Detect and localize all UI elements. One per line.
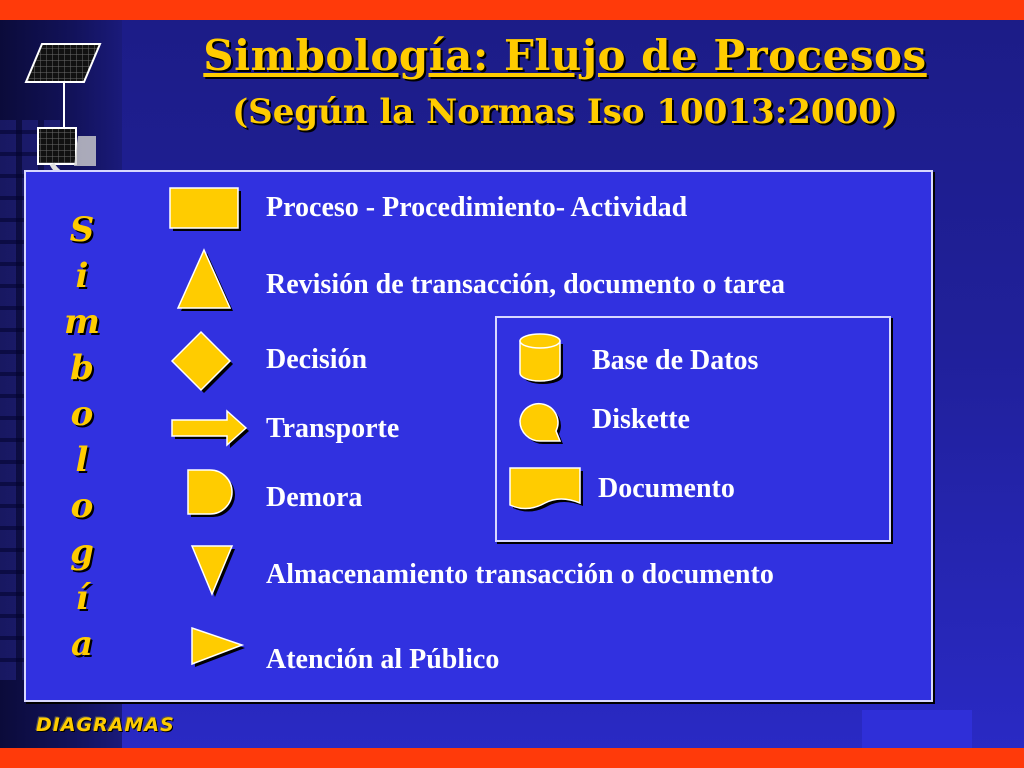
symbol-label-demora: Demora	[266, 482, 363, 513]
symbol-label-base-datos: Base de Datos	[592, 345, 759, 376]
symbol-label-transporte: Transporte	[266, 413, 400, 444]
corner-decoration	[862, 710, 972, 752]
symbol-label-diskette: Diskette	[592, 404, 690, 435]
triangle-right-icon	[191, 626, 245, 667]
diskette-icon	[519, 402, 563, 445]
vertical-title: S i m b o l o g í a	[62, 210, 102, 680]
vertical-title-letter: l	[75, 440, 89, 480]
vertical-title-letter: í	[75, 578, 89, 618]
symbol-label-almacenamiento: Almacenamiento transacción o documento	[266, 559, 774, 590]
slide-subtitle: (Según la Normas Iso 10013:2000)	[232, 92, 898, 132]
vertical-title-letter: b	[70, 348, 94, 388]
footer-tag: DIAGRAMAS	[36, 714, 175, 736]
vertical-title-letter: o	[70, 394, 94, 434]
vertical-title-letter: a	[70, 624, 94, 664]
slide-title: Simbología: Flujo de Procesos	[203, 31, 927, 80]
cylinder-icon	[519, 333, 563, 384]
triangle-down-icon	[190, 545, 235, 597]
arrow-right-icon	[171, 409, 249, 448]
symbol-label-proceso: Proceso - Procedimiento- Actividad	[266, 192, 688, 223]
vertical-title-letter: i	[75, 256, 89, 296]
triangle-up-icon	[176, 248, 233, 311]
bottom-stripe	[0, 748, 1024, 768]
symbol-label-decision: Decisión	[266, 344, 368, 375]
vertical-title-letter: g	[70, 532, 94, 572]
vertical-title-letter: o	[70, 486, 94, 526]
d-shape-icon	[187, 469, 235, 517]
rectangle-icon	[169, 187, 241, 231]
vertical-title-letter: m	[64, 302, 100, 342]
top-stripe	[0, 0, 1024, 20]
vertical-title-letter: S	[69, 210, 95, 250]
symbol-label-documento: Documento	[598, 473, 735, 504]
symbol-label-atencion: Atención al Público	[266, 644, 500, 675]
logo-graphic-icon	[24, 43, 102, 179]
document-icon	[509, 467, 583, 512]
diamond-icon	[170, 330, 233, 393]
symbol-label-revision: Revisión de transacción, documento o tar…	[266, 269, 785, 300]
